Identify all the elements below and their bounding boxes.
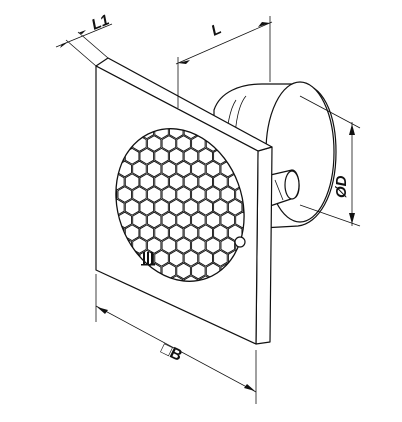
grille-cell <box>161 237 177 254</box>
grille-cell <box>169 249 184 267</box>
grille-cell <box>183 173 199 191</box>
grille-cell <box>154 147 169 165</box>
grille-cell <box>227 198 243 216</box>
grille-cell <box>161 211 177 229</box>
grille-cell <box>124 147 140 165</box>
grille-cell <box>95 275 110 293</box>
dimension-d: ØD <box>299 95 361 227</box>
grille-cell <box>124 173 140 191</box>
grille-cell <box>198 147 213 165</box>
grille-cell <box>146 160 162 178</box>
grille-cell <box>273 276 287 292</box>
grille-cell <box>213 249 228 267</box>
grille-cell <box>176 135 191 152</box>
grille-cell <box>191 211 206 229</box>
grille-cell <box>176 186 191 203</box>
grille-cell <box>139 224 155 242</box>
grille-cell <box>146 135 162 152</box>
grille-cell <box>169 198 184 216</box>
grille-cell <box>183 224 199 242</box>
grille-cell <box>205 211 221 229</box>
triple-bar-logo-icon <box>141 252 155 266</box>
grille-cell <box>213 173 228 191</box>
grille-cell <box>205 237 221 254</box>
grille-cell <box>198 198 213 216</box>
panel-side <box>255 146 273 345</box>
grille-cell <box>169 224 184 242</box>
grille-cell <box>161 186 177 203</box>
grille-cell <box>183 249 199 267</box>
indicator-ring-icon <box>234 236 246 248</box>
grille-cell <box>198 173 213 191</box>
grille-cell <box>220 211 236 229</box>
grille-cell <box>154 173 169 191</box>
grille-cell <box>132 211 147 229</box>
grille-cell <box>169 147 184 165</box>
label-l: L <box>209 20 224 39</box>
grille-cell <box>139 198 155 216</box>
grille-cell <box>132 186 147 203</box>
dimension-l1: L1 <box>55 11 113 67</box>
grille-cell <box>191 237 206 254</box>
grille-cell <box>146 211 162 229</box>
grille-cell <box>161 135 177 152</box>
grille-cell <box>176 237 191 254</box>
grille-cell <box>117 186 132 203</box>
grille-cell <box>191 262 206 280</box>
grille-cell <box>176 211 191 229</box>
label-l1: L1 <box>89 11 112 33</box>
grille-cell <box>183 147 199 165</box>
grille-cell <box>205 160 221 178</box>
grille-cell <box>220 237 236 254</box>
grille-cell <box>183 198 199 216</box>
grille-cell <box>146 186 162 203</box>
grille-cell <box>132 160 147 178</box>
grille-cell <box>169 173 184 191</box>
dimension-b: □B <box>95 274 257 404</box>
grille-cell <box>124 198 140 216</box>
grille-cell <box>176 160 191 178</box>
grille-cell <box>146 237 162 254</box>
grille-cell <box>154 198 169 216</box>
grille-cell <box>220 186 236 203</box>
grille-cell <box>213 198 228 216</box>
grille-cell <box>154 249 169 267</box>
grille-cell <box>213 224 228 242</box>
grille-cell <box>198 224 213 242</box>
grille-cell <box>273 250 287 266</box>
grille-cell <box>161 160 177 178</box>
grille-cell <box>154 224 169 242</box>
grille-cell <box>139 147 155 165</box>
grille-cell <box>139 173 155 191</box>
grille-cell <box>198 249 213 267</box>
label-d: ØD <box>333 175 350 198</box>
grille-cell <box>191 186 206 203</box>
label-b: □B <box>158 340 185 365</box>
grille-cell <box>205 186 221 203</box>
grille-cell <box>191 160 206 178</box>
grille-cell <box>176 262 191 280</box>
